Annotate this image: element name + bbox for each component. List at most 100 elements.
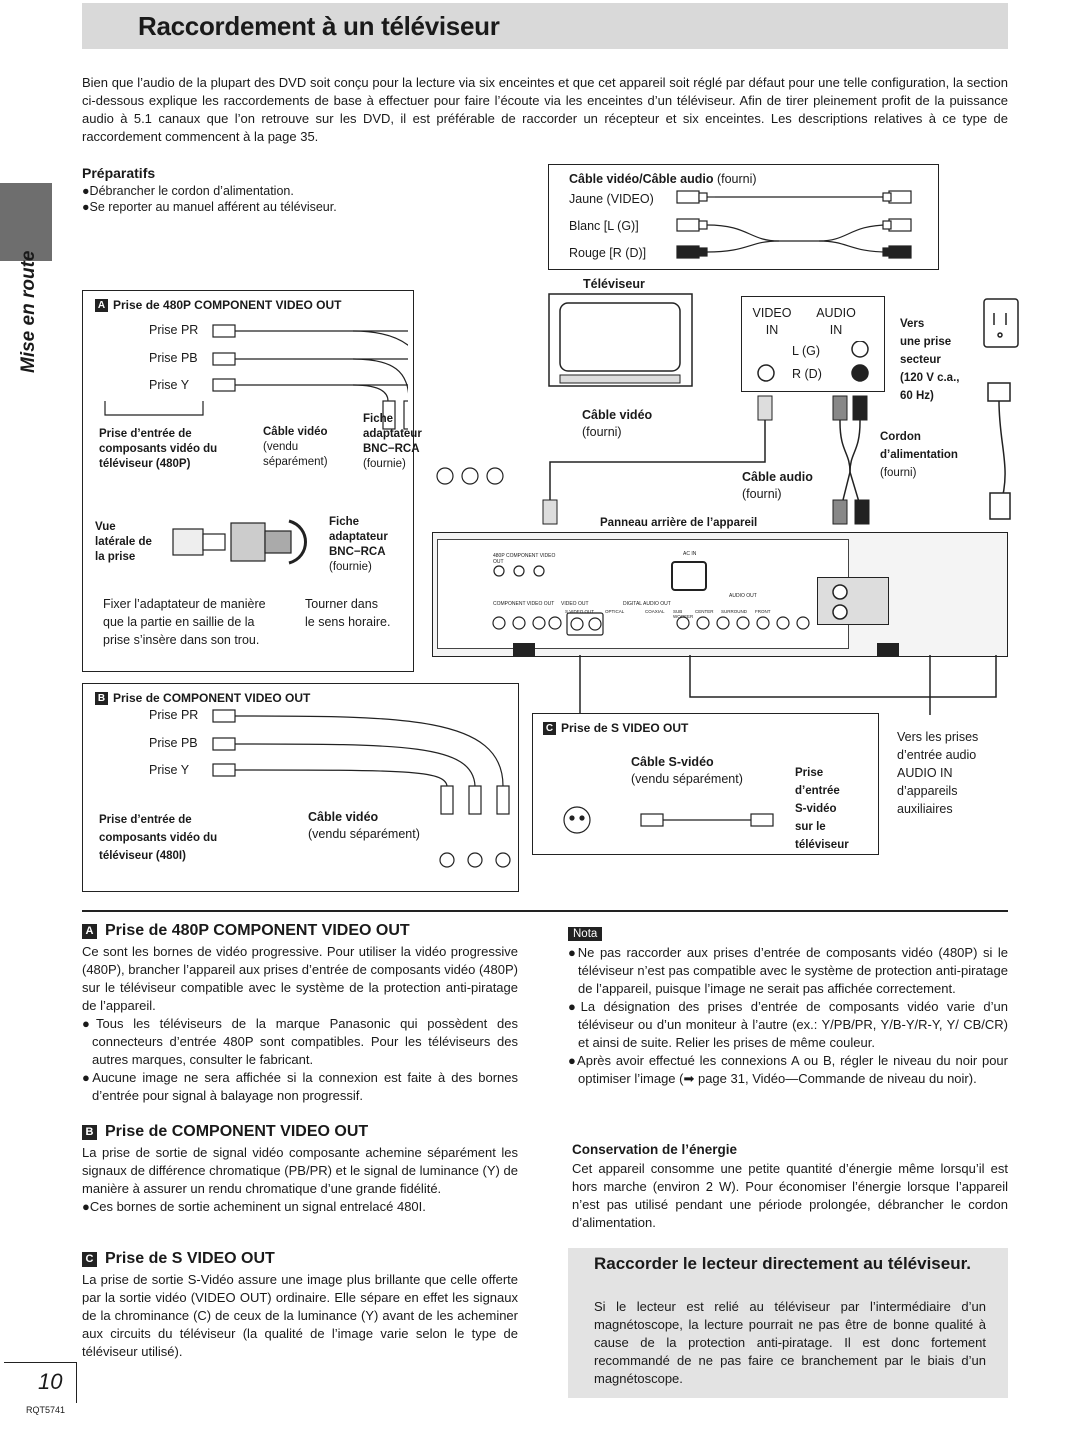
intro-text: Bien que l’audio de la plupart des DVD s… — [82, 75, 1008, 144]
diagram-b-jack-pr: Prise PR — [149, 708, 199, 722]
bracket-icon — [104, 401, 204, 416]
section-b-bullet-0: ●Ces bornes de sortie acheminent un sign… — [82, 1199, 426, 1214]
energy-heading: Conservation de l’énergie — [572, 1142, 738, 1157]
prep-item-0: ●Débrancher le cordon d’alimentation. — [82, 184, 294, 198]
rear-audio-out-block — [817, 577, 889, 625]
power-outlet-icon — [983, 298, 1019, 520]
rear-cables-icon — [579, 655, 997, 715]
cable-row-red: Rouge [R (D)] — [569, 246, 647, 260]
diagram-c-cable: Câble S-vidéo(vendu séparément) — [631, 755, 743, 786]
rear-video-out-label: VIDEO OUT — [561, 601, 589, 607]
tv-label: Téléviseur — [583, 277, 645, 291]
section-a-para: Ce sont les bornes de vidéo progressive.… — [82, 944, 518, 1013]
tv-cables-icon — [542, 395, 870, 525]
intro: Bien que l’audio de la plupart des DVD s… — [82, 74, 1008, 146]
cable-box: Câble vidéo/Câble audio (fourni) Jaune (… — [548, 164, 939, 270]
video-cable-label: Câble vidéo(fourni) — [582, 408, 653, 439]
nota-section: Nota ●Ne pas raccorder aux prises d’entr… — [568, 924, 1008, 1088]
nota-bullets: ●Ne pas raccorder aux prises d’entrée de… — [568, 944, 1008, 1088]
section-a-bullets: ●Tous les téléviseurs de la marque Panas… — [82, 1015, 518, 1105]
tv-l: L (G) — [792, 344, 821, 358]
section-a-bullet-0: ●Tous les téléviseurs de la marque Panas… — [82, 1016, 518, 1067]
section-b-para: La prise de sortie de signal vidéo compo… — [82, 1145, 518, 1196]
title-bar: Raccordement à un téléviseur — [82, 3, 1008, 49]
tv-jacks-icon — [757, 341, 869, 382]
av-cable-icon — [676, 190, 912, 259]
cable-row-white: Blanc [L (G)] — [569, 219, 639, 233]
prep-item-1: ●Se reporter au manuel afférent au télév… — [82, 200, 337, 214]
section-c-para: La prise de sortie S-Vidéo assure une im… — [82, 1272, 518, 1359]
rear-surround-label: SURROUND — [721, 609, 748, 614]
rear-audio-out-label: AUDIO OUT — [729, 593, 757, 599]
rear-front-label: FRONT — [755, 609, 771, 614]
rear-optical-label: OPTICAL — [605, 609, 625, 614]
cable-row-yellow: Jaune (VIDEO) — [569, 192, 654, 206]
page-title: Raccordement à un téléviseur — [138, 11, 500, 41]
energy-para: Cet appareil consomme une petite quantit… — [572, 1161, 1008, 1230]
rear-foot-right — [877, 643, 899, 657]
component-cable-a-icon — [212, 324, 408, 430]
cable-box-title: Câble vidéo/Câble audio (fourni) — [569, 172, 757, 186]
tv-jacks-a-icon — [436, 467, 504, 485]
nota-bullet-0: ●Ne pas raccorder aux prises d’entrée de… — [568, 945, 1008, 996]
rear-digital-label: DIGITAL AUDIO OUT — [623, 601, 671, 607]
diagram-b-jack-pb: Prise PB — [149, 736, 198, 750]
s-video-cable-icon — [563, 806, 774, 834]
rear-panel-label: Panneau arrière de l’appareil — [600, 517, 758, 529]
diagram-a-jack-pr: Prise PR — [149, 323, 199, 337]
rear-component-label: COMPONENT VIDEO OUT — [493, 601, 555, 607]
side-tab-marker — [0, 183, 52, 261]
diagram-a-jack-y: Prise Y — [149, 378, 190, 392]
diagram-a-jack-pb: Prise PB — [149, 351, 198, 365]
doc-code: RQT5741 — [26, 1405, 66, 1415]
nota-bullet-2: ●Après avoir effectué les connexions A o… — [568, 1053, 1008, 1086]
page-number: 10 — [38, 1369, 63, 1394]
section-a-bullet-1: ●Aucune image ne sera affichée si la con… — [82, 1070, 518, 1103]
rear-480p-label: 480P COMPONENT VIDEO OUT — [493, 553, 556, 565]
diagram-b-jack-y: Prise Y — [149, 763, 190, 777]
section-b-bullets: ●Ces bornes de sortie acheminent un sign… — [82, 1198, 518, 1216]
side-label: Mise en route — [18, 250, 39, 373]
rear-ac-in: AC IN — [683, 551, 697, 557]
nota-badge: Nota — [568, 927, 603, 941]
nota-bullet-1: ●La désignation des prises d’entrée de c… — [568, 999, 1008, 1050]
tv-r: R (D) — [792, 367, 822, 381]
bnc-adapter-icon — [172, 519, 307, 565]
prep-heading: Préparatifs — [82, 165, 156, 181]
section-divider — [82, 910, 1008, 912]
direct-para: Si le lecteur est relié au téléviseur pa… — [594, 1299, 986, 1386]
rear-foot-left — [513, 643, 535, 657]
energy-section: Conservation de l’énergie Cet appareil c… — [572, 1142, 1008, 1232]
page-number-box: 10 — [4, 1362, 77, 1403]
prep-section: Préparatifs ●Débrancher le cordon d’alim… — [82, 165, 522, 214]
rear-panel: 480P COMPONENT VIDEO OUT AC IN COMPONENT… — [432, 532, 1008, 657]
component-cable-b-icon — [212, 709, 511, 868]
ac-inlet — [671, 561, 707, 591]
rear-center-label: CENTER — [695, 609, 714, 614]
